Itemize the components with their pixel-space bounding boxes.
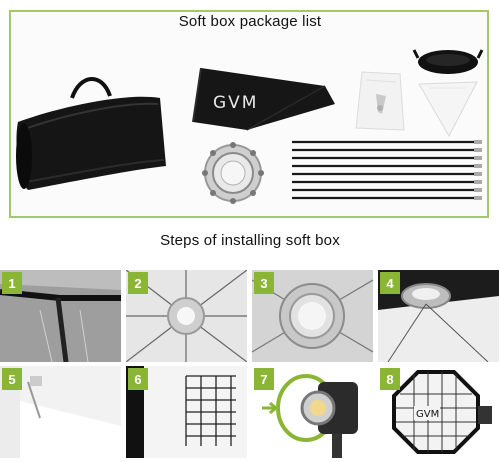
step-5-image: 5 <box>0 366 121 458</box>
step-4-image: 4 <box>378 270 499 362</box>
step-6-badge: 6 <box>128 368 148 390</box>
svg-text:GVM: GVM <box>213 93 258 113</box>
step-8-badge: 8 <box>380 368 400 390</box>
speedring-image <box>202 142 264 204</box>
step-4-badge: 4 <box>380 272 400 294</box>
step-7-badge: 7 <box>254 368 274 390</box>
steps-grid: 1 2 3 <box>0 270 500 462</box>
steps-title: Steps of installing soft box <box>160 232 340 249</box>
step-6-image: 6 <box>126 366 247 458</box>
step-1-image: 1 <box>0 270 121 362</box>
svg-text:GVM: GVM <box>416 409 439 420</box>
step-2-badge: 2 <box>128 272 148 294</box>
folded-softbox-image: GVM <box>192 67 335 131</box>
support-rods-image <box>292 140 482 200</box>
step-1-badge: 1 <box>2 272 22 294</box>
step-7-image: 7 <box>252 366 373 458</box>
grid-strap-image <box>412 49 484 74</box>
carry-bag-image <box>16 77 166 190</box>
inner-diffuser-image <box>355 71 405 131</box>
step-3-badge: 3 <box>254 272 274 294</box>
outer-diffuser-image <box>418 81 478 138</box>
step-5-badge: 5 <box>2 368 22 390</box>
step-8-image: GVM 8 <box>378 366 499 458</box>
step-3-image: 3 <box>252 270 373 362</box>
package-list-title: Soft box package list <box>178 13 322 30</box>
step-2-image: 2 <box>126 270 247 362</box>
